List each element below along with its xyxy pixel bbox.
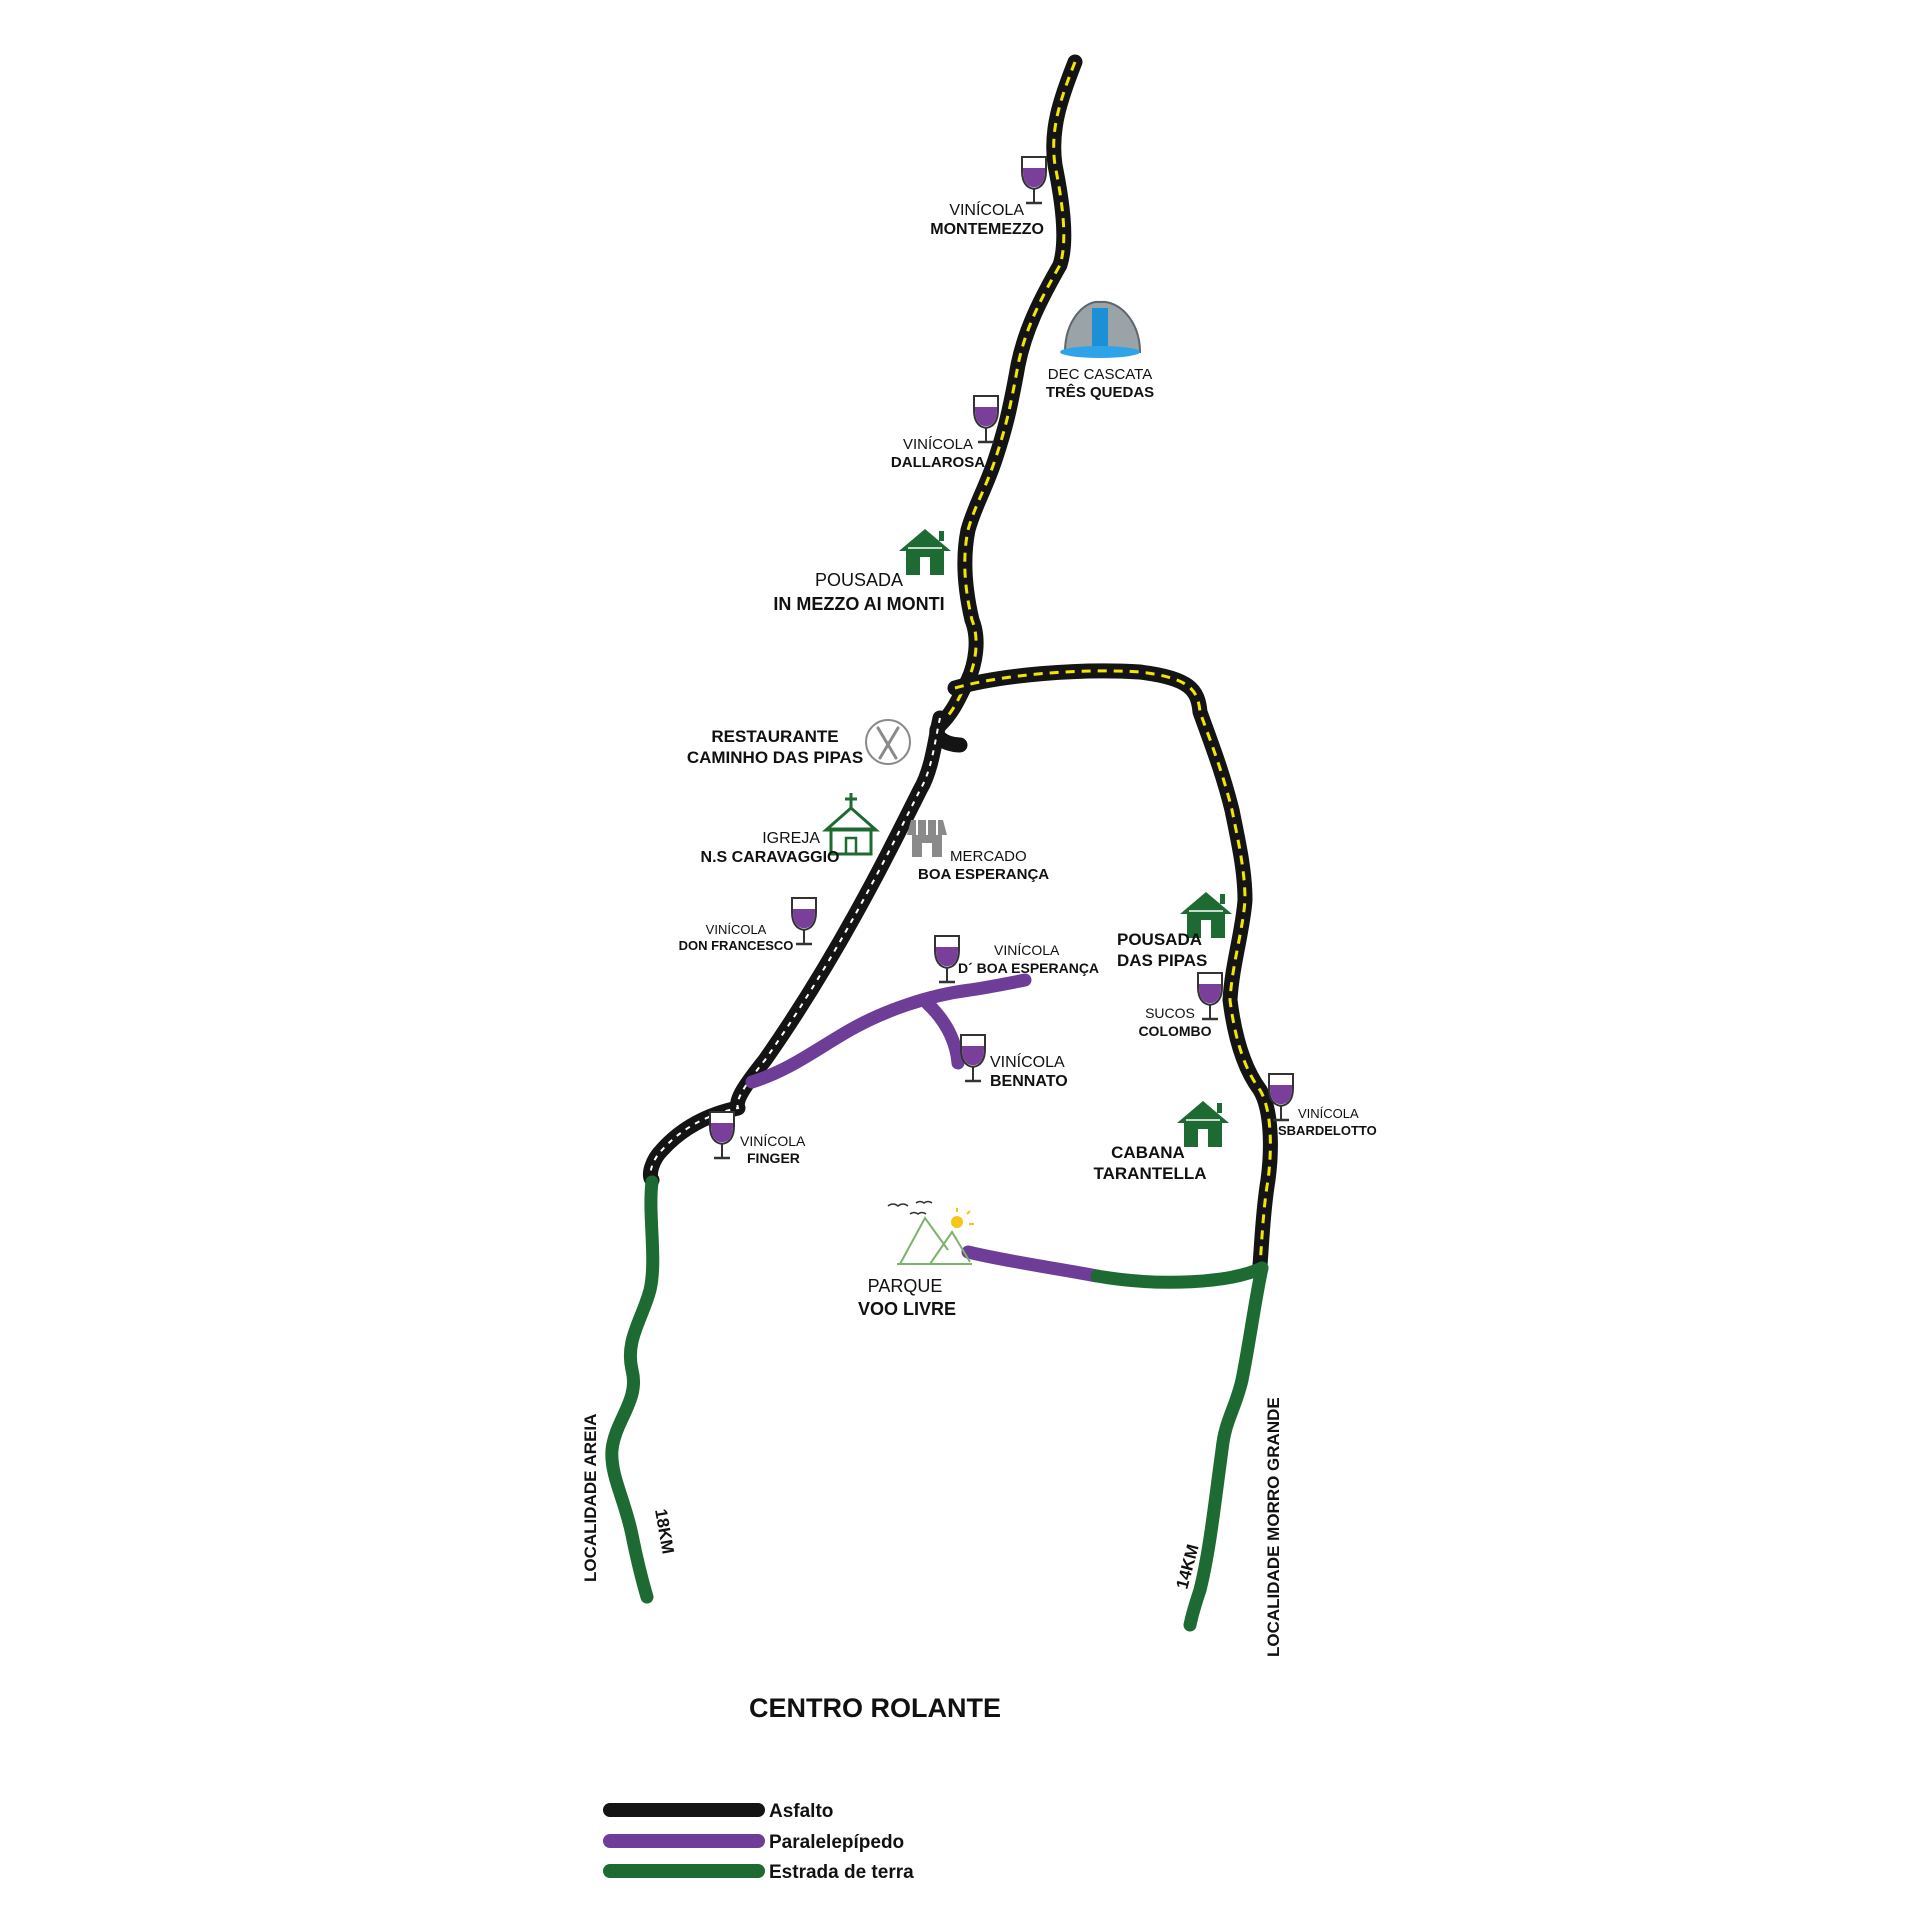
place-mercado-boa-esperanca[interactable]: MERCADO BOA ESPERANÇA [907,820,1049,883]
place-label-line1: IGREJA [762,830,820,847]
place-parque-voo-livre[interactable]: PARQUE VOO LIVRE [858,1200,974,1320]
place-cascata-tres-quedas[interactable]: DEC CASCATA TRÊS QUEDAS [1046,300,1154,401]
place-label-line1: POUSADA [815,570,903,590]
place-label-line2: TRÊS QUEDAS [1046,383,1154,401]
place-label-line2: SBARDELOTTO [1278,1123,1377,1138]
waterfall-icon [1060,300,1142,358]
place-label-line1: SUCOS [1145,1005,1195,1021]
place-label-line1: MERCADO [950,848,1027,865]
place-label-line2: CAMINHO DAS PIPAS [687,748,863,767]
wine-glass-icon [933,934,961,984]
wine-glass-icon [1020,155,1048,205]
place-vinicola-sbardelotto[interactable]: VINÍCOLA SBARDELOTTO [1267,1072,1377,1138]
place-pousada-in-mezzo-ai-monti[interactable]: POUSADA IN MEZZO AI MONTI [773,528,952,614]
road-dirt-areia [605,1175,660,1604]
road-paving-boa-esperanca [745,973,1032,1089]
place-sucos-colombo[interactable]: SUCOS COLOMBO [1138,971,1224,1039]
place-vinicola-bennato[interactable]: VINÍCOLA BENNATO [959,1033,1068,1090]
wine-glass-icon [790,896,818,946]
legend-label: Asfalto [769,1801,833,1822]
place-restaurante-caminho-das-pipas[interactable]: RESTAURANTE CAMINHO DAS PIPAS [687,719,911,767]
road-dirt-parque [1090,1261,1269,1289]
store-icon [907,820,947,857]
legend-item-dirt: Estrada de terra [603,1862,914,1883]
road-network [605,54,1278,1632]
destination-label-areia: LOCALIDADE AREIA [581,1414,600,1582]
place-label-line1: RESTAURANTE [711,727,838,746]
road-asphalt-east-loop [947,663,1278,1273]
place-label-line2: BOA ESPERANÇA [918,866,1049,883]
road-asphalt-north [929,54,1083,753]
wine-glass-icon [708,1110,736,1160]
road-paving-bennato [920,996,965,1070]
place-label-line2: TARANTELLA [1094,1164,1207,1183]
place-label-line1: CABANA [1111,1143,1185,1162]
legend-label: Paralelepípedo [769,1832,904,1853]
place-label-line2: FINGER [747,1150,800,1166]
mountains-icon [887,1200,974,1265]
place-label-line1: DEC CASCATA [1048,366,1152,383]
place-igreja-ns-caravaggio[interactable]: IGREJA N.S CARAVAGGIO [701,793,880,866]
place-label-line2: D´ BOA ESPERANÇA [958,960,1099,976]
house-icon [898,528,952,576]
legend-item-asphalt: Asfalto [603,1801,833,1822]
legend: Asfalto Paralelepípedo Estrada de terra [603,1801,914,1883]
place-label-line2: BENNATO [990,1073,1068,1090]
place-label-line2: DAS PIPAS [1117,951,1207,970]
place-label-line1: VINÍCOLA [1298,1106,1359,1121]
place-label-line2: IN MEZZO AI MONTI [773,594,944,614]
place-label-line2: DALLAROSA [891,454,985,471]
place-label-line2: DON FRANCESCO [679,938,794,953]
place-label-line1: VINÍCOLA [740,1133,806,1149]
wine-glass-icon [959,1033,987,1083]
place-cabana-tarantella[interactable]: CABANA TARANTELLA [1094,1100,1230,1183]
place-label-line1: VINÍCOLA [706,922,767,937]
road-paving-parque [961,1245,1104,1283]
place-label-line2: COLOMBO [1138,1023,1211,1039]
destination-label-morro-grande: LOCALIDADE MORRO GRANDE [1264,1397,1283,1657]
road-asphalt-west [642,710,948,1188]
fork-knife-icon [865,719,911,765]
place-label-line2: MONTEMEZZO [930,221,1044,238]
place-label-line1: VINÍCOLA [903,436,973,453]
wine-glass-icon [972,394,1000,444]
distance-label-areia: 18KM [651,1507,678,1555]
place-don-francesco[interactable]: VINÍCOLA DON FRANCESCO [679,896,818,953]
place-label-line1: PARQUE [868,1276,943,1296]
place-pousada-das-pipas[interactable]: POUSADA DAS PIPAS [1117,891,1233,970]
road-dirt-morro-grande [1183,1261,1269,1632]
place-label-line1: VINÍCOLA [990,1052,1065,1071]
legend-label: Estrada de terra [769,1862,914,1883]
legend-item-paving: Paralelepípedo [603,1832,904,1853]
house-icon [1176,1100,1230,1148]
place-label-line1: VINÍCOLA [994,942,1060,958]
destination-label-centro: CENTRO ROLANTE [749,1693,1001,1723]
place-label-line2: N.S CARAVAGGIO [701,849,840,866]
place-label-line2: VOO LIVRE [858,1299,956,1319]
place-label-line1: VINÍCOLA [949,200,1024,219]
place-vinicola-finger[interactable]: VINÍCOLA FINGER [708,1110,806,1166]
place-montemezzo[interactable]: VINÍCOLA MONTEMEZZO [930,155,1048,238]
church-icon [822,793,880,856]
wine-glass-icon [1196,971,1224,1021]
place-label-line1: POUSADA [1117,930,1202,949]
place-vinicola-d-boa-esperanca[interactable]: VINÍCOLA D´ BOA ESPERANÇA [933,934,1099,984]
place-dallarosa[interactable]: VINÍCOLA DALLAROSA [891,394,1000,471]
